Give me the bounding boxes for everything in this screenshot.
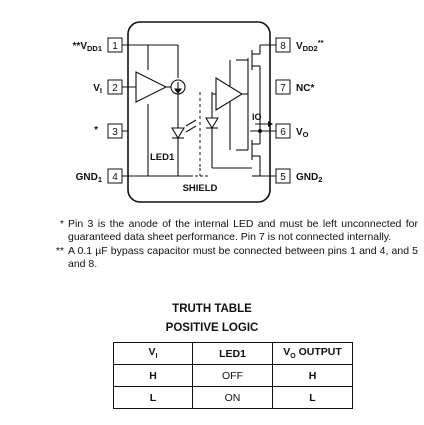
left-pins: 1 2 3 4 [107,37,148,184]
pin1-number: 1 [112,41,118,52]
input-circuit [135,44,197,177]
pin3-label: * [94,125,98,136]
footnote-2: ** A 0.1 µF bypass capacitor must be con… [48,245,418,270]
footnote-1-mark: * [59,218,64,230]
pin7-label: NC* [296,83,314,94]
footnote-2-text: A 0.1 µF bypass capacitor must be connec… [68,245,418,270]
pin2-label: VI [93,83,102,95]
pin8-label: VDD2** [296,38,324,53]
footnote-1-text: Pin 3 is the anode of the internal LED a… [68,218,418,243]
table-row: L ON L [113,386,353,409]
pin5-label: GND2 [296,172,322,184]
output-node [258,129,262,133]
pin6-label: VO [296,127,309,139]
cell-vo: L [272,386,353,409]
footnotes: * Pin 3 is the anode of the internal LED… [48,218,418,272]
pin4-label: GND1 [76,172,102,184]
output-circuit [205,45,261,177]
cell-vi: H [113,364,193,387]
pin3-number: 3 [112,127,118,138]
cell-led1: OFF [192,364,273,387]
footnote-1: * Pin 3 is the anode of the internal LED… [48,218,418,243]
truth-table-header-row: VI LED1 VO OUTPUT [113,342,353,365]
cell-vo: H [272,364,353,387]
right-pins: 8 7 6 5 [250,37,291,184]
truth-table: VI LED1 VO OUTPUT H OFF H L ON L [113,342,353,409]
cell-led1: ON [192,386,273,409]
cell-vi: L [113,386,193,409]
pin7-number: 7 [280,83,286,94]
pin5-number: 5 [280,172,286,183]
shield-label: SHIELD [183,183,218,194]
pin4-number: 4 [112,172,118,183]
header-vi: VI [113,342,193,365]
header-vo-output: VO OUTPUT [272,342,353,365]
pin1-label: **VDD1 [73,41,102,53]
truth-table-title: TRUTH TABLE [172,303,252,315]
truth-table-subtitle: POSITIVE LOGIC [165,322,259,334]
pin2-number: 2 [112,83,118,94]
led-label: LED1 [150,152,175,163]
optocoupler-diagram: 1 2 3 4 **VDD1 VI * GND1 8 7 6 5 VDD2** … [73,21,324,203]
table-row: H OFF H [113,364,353,387]
header-led1: LED1 [192,342,273,365]
package-outline [127,21,271,203]
pin8-number: 8 [280,41,286,52]
pin6-number: 6 [280,127,286,138]
io-label: IO [252,112,262,122]
footnote-2-mark: ** [55,245,64,257]
